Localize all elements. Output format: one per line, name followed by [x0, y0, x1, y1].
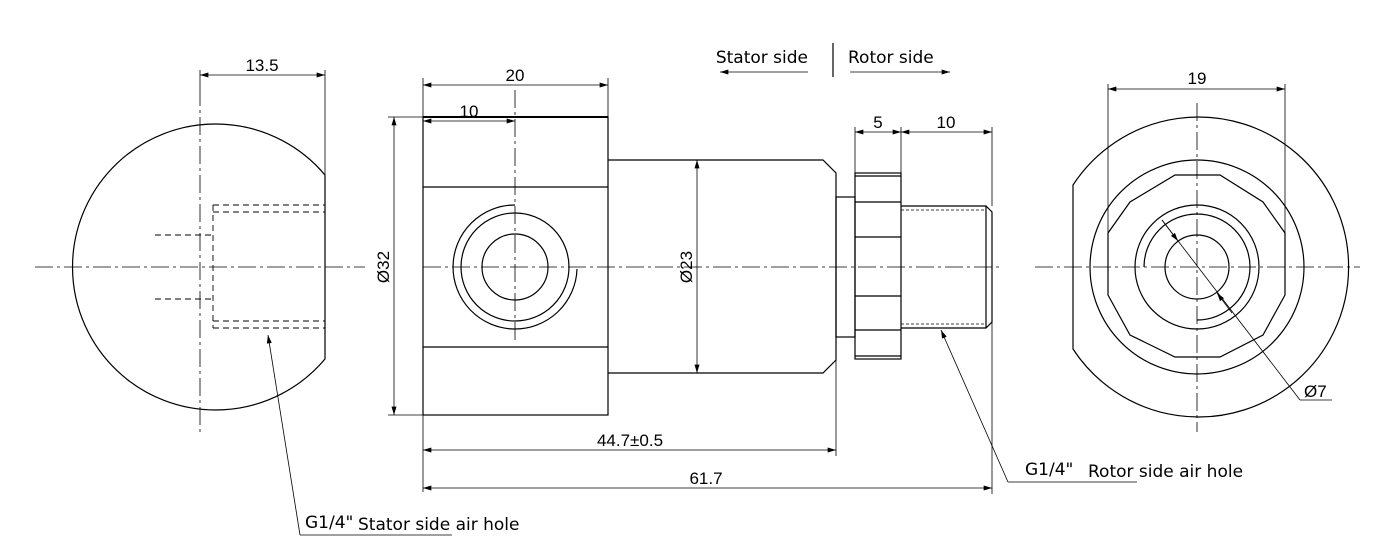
- left-side-view: 13.5 G1/4" Stator side air hole: [35, 56, 519, 536]
- callout-text: Rotor side air hole: [1088, 462, 1243, 482]
- dimension-5-and-10: 5 10: [854, 113, 993, 206]
- callout-thread: G1/4": [1025, 460, 1073, 480]
- dim-text: 10: [937, 113, 956, 132]
- callout-thread: G1/4": [305, 513, 353, 533]
- dim-text: Ø32: [374, 251, 393, 283]
- dimension-diameter-7: Ø7: [1161, 219, 1332, 401]
- dim-text: 5: [873, 113, 882, 132]
- stator-side-label: Stator side: [716, 48, 808, 68]
- hidden-port-lines: [155, 204, 325, 329]
- right-side-view: 19 Ø7: [1035, 69, 1360, 432]
- left-view-outline: [72, 123, 326, 411]
- dim-text: Ø7: [1304, 382, 1327, 401]
- outer-outline: [1072, 116, 1350, 418]
- dim-text: 44.7±0.5: [597, 431, 663, 450]
- hex-nut: [854, 172, 902, 360]
- dim-text: 20: [506, 66, 525, 85]
- dim-text: 61.7: [689, 469, 722, 488]
- dimension-20: 20: [422, 66, 609, 117]
- dimension-diameter-23: Ø23: [677, 159, 700, 373]
- stator-body: [422, 116, 609, 416]
- dimension-61-7: 61.7: [423, 322, 993, 494]
- callout-text: Stator side air hole: [358, 515, 519, 535]
- dimension-diameter-32: Ø32: [374, 116, 423, 416]
- shaft: [608, 159, 856, 374]
- dim-text: 19: [1188, 69, 1207, 88]
- rotor-air-hole-callout: G1/4" Rotor side air hole: [940, 329, 1243, 483]
- side-indicator: Stator side Rotor side: [716, 43, 951, 77]
- stator-air-hole-callout: G1/4" Stator side air hole: [266, 334, 519, 536]
- dim-text: 10: [460, 102, 479, 121]
- dim-text: Ø23: [677, 251, 696, 283]
- rotor-side-label: Rotor side: [848, 48, 934, 68]
- dimension-44-7: 44.7±0.5: [422, 360, 837, 492]
- dimension-13-5: 13.5: [199, 56, 326, 175]
- dim-text: 13.5: [245, 56, 278, 75]
- front-view: 20 10 Ø32 Ø23 5 10 44.7: [374, 43, 1243, 494]
- dimension-19: 19: [1107, 69, 1286, 233]
- dimension-10-port: 10: [423, 102, 515, 124]
